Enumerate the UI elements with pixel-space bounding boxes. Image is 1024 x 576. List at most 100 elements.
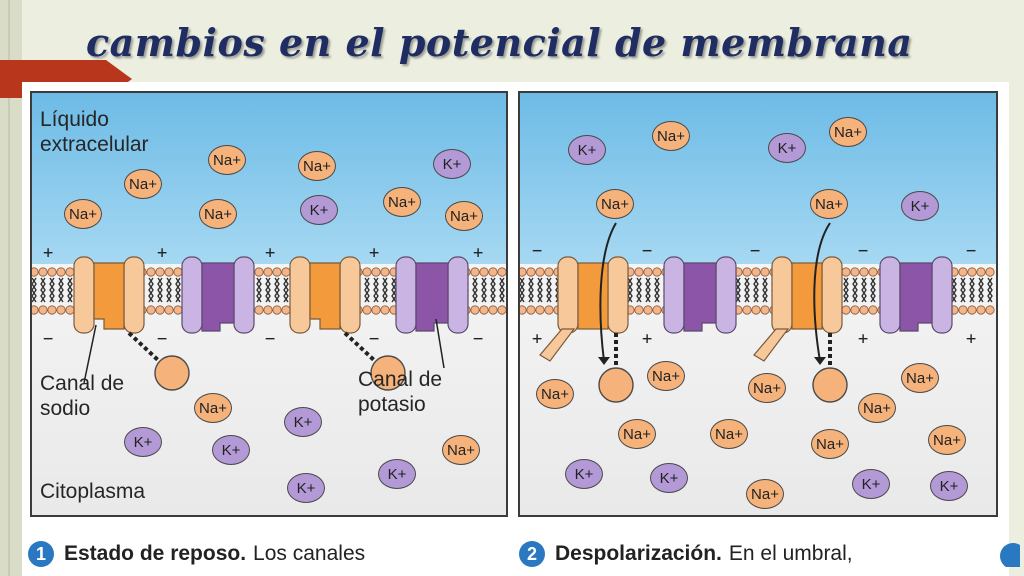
sodium-ion: Na+: [811, 429, 849, 459]
sodium-ion: Na+: [596, 189, 634, 219]
potassium-channel-subunit: [181, 256, 203, 334]
potassium-channel-subunit: [447, 256, 469, 334]
label-potassium-channel: Canal de potasio: [358, 368, 443, 416]
step-badge: 2: [519, 541, 545, 567]
charge-top: −: [858, 241, 869, 261]
sodium-ion: Na+: [901, 363, 939, 393]
inactivation-gate-ball: [370, 355, 406, 391]
charge-bottom: −: [265, 329, 276, 349]
sodium-channel-subunit: [557, 256, 579, 334]
sodium-ion: Na+: [124, 169, 162, 199]
sodium-ion: Na+: [647, 361, 685, 391]
sodium-channel-pore: [577, 262, 609, 330]
potassium-ion: K+: [930, 471, 968, 501]
sodium-ion: Na+: [652, 121, 690, 151]
label-pointer: [435, 318, 445, 369]
activation-gate-open: [539, 328, 576, 362]
potassium-channel-pore: [683, 262, 717, 332]
sodium-channel-pore: [93, 262, 125, 330]
sodium-ion: Na+: [536, 379, 574, 409]
potassium-ion: K+: [768, 133, 806, 163]
sodium-channel-subunit: [821, 256, 843, 334]
potassium-ion: K+: [852, 469, 890, 499]
charge-top: +: [265, 243, 276, 263]
charge-bottom: −: [43, 329, 54, 349]
panel-resting-state: Líquido extracelular Canal de sodio Cana…: [30, 91, 508, 517]
potassium-ion: K+: [650, 463, 688, 493]
charge-top: +: [43, 243, 54, 263]
potassium-ion: K+: [901, 191, 939, 221]
charge-top: +: [157, 243, 168, 263]
charge-bottom: −: [369, 329, 380, 349]
slide-left-strip: [0, 0, 22, 576]
potassium-channel-pore: [415, 262, 449, 332]
inactivation-gate-ball: [812, 367, 848, 403]
potassium-ion: K+: [378, 459, 416, 489]
potassium-ion: K+: [284, 407, 322, 437]
sodium-influx-arrow: [813, 222, 831, 362]
caption-heading: Despolarización.: [555, 542, 722, 565]
sodium-channel-subunit: [771, 256, 793, 334]
sodium-ion: Na+: [710, 419, 748, 449]
sodium-ion: Na+: [298, 151, 336, 181]
sodium-channel-pore: [791, 262, 823, 330]
sodium-ion: Na+: [199, 199, 237, 229]
caption-step-1: 1 Estado de reposo. Los canales: [28, 541, 365, 567]
potassium-channel-subunit: [395, 256, 417, 334]
slide-left-line: [8, 0, 10, 576]
membrane-figure: Líquido extracelular Canal de sodio Cana…: [22, 82, 1020, 576]
caption-text: En el umbral,: [728, 542, 853, 565]
charge-top: −: [532, 241, 543, 261]
sodium-channel-subunit: [123, 256, 145, 334]
sodium-channel-subunit: [607, 256, 629, 334]
charge-top: −: [966, 241, 977, 261]
sodium-channel-subunit: [289, 256, 311, 334]
charge-bottom: +: [966, 329, 977, 349]
sodium-ion: Na+: [810, 189, 848, 219]
sodium-ion: Na+: [64, 199, 102, 229]
potassium-channel-subunit: [879, 256, 901, 334]
charge-bottom: −: [473, 329, 484, 349]
inactivation-gate-chain: [127, 331, 161, 363]
potassium-channel-subunit: [233, 256, 255, 334]
sodium-influx-arrowhead: [598, 357, 610, 365]
sodium-ion: Na+: [928, 425, 966, 455]
label-pointer: [83, 324, 97, 384]
label-sodium-channel: Canal de sodio: [40, 372, 125, 420]
sodium-ion: Na+: [383, 187, 421, 217]
sodium-ion: Na+: [746, 479, 784, 509]
sodium-ion: Na+: [445, 201, 483, 231]
label-cytoplasm: Citoplasma: [40, 480, 146, 503]
charge-bottom: −: [157, 329, 168, 349]
charge-bottom: +: [532, 329, 543, 349]
activation-gate-open: [753, 328, 790, 362]
charge-top: −: [642, 241, 653, 261]
sodium-influx-arrow: [599, 222, 617, 362]
caption-heading: Estado de reposo.: [64, 542, 247, 565]
step-badge-partial: [1000, 543, 1020, 567]
sodium-channel-subunit: [339, 256, 361, 334]
potassium-ion: K+: [433, 149, 471, 179]
charge-top: +: [369, 243, 380, 263]
caption-step-2: 2 Despolarización. En el umbral,: [519, 541, 853, 567]
potassium-channel-pore: [201, 262, 235, 332]
label-extracellular: Líquido extracelular: [40, 108, 149, 156]
sodium-ion: Na+: [748, 373, 786, 403]
sodium-channel-pore: [309, 262, 341, 330]
potassium-channel-subunit: [715, 256, 737, 334]
potassium-ion: K+: [568, 135, 606, 165]
membrane-diagram-resting: [32, 256, 506, 391]
sodium-channel-subunit: [73, 256, 95, 334]
membrane-diagram-depolarization: [520, 222, 995, 403]
extracellular-fluid-area: [520, 93, 996, 264]
inactivation-gate-ball: [598, 367, 634, 403]
sodium-ion: Na+: [194, 393, 232, 423]
potassium-ion: K+: [565, 459, 603, 489]
potassium-channel-subunit: [931, 256, 953, 334]
panel-depolarization: − − − − − + + + + Na+ Na+ K+ K+ Na+ Na+ …: [518, 91, 998, 517]
potassium-channel-pore: [899, 262, 933, 332]
step-badge: 1: [28, 541, 54, 567]
charge-top: +: [473, 243, 484, 263]
charge-bottom: +: [858, 329, 869, 349]
caption-row: 1 Estado de reposo. Los canales 2 Despol…: [22, 535, 1020, 576]
